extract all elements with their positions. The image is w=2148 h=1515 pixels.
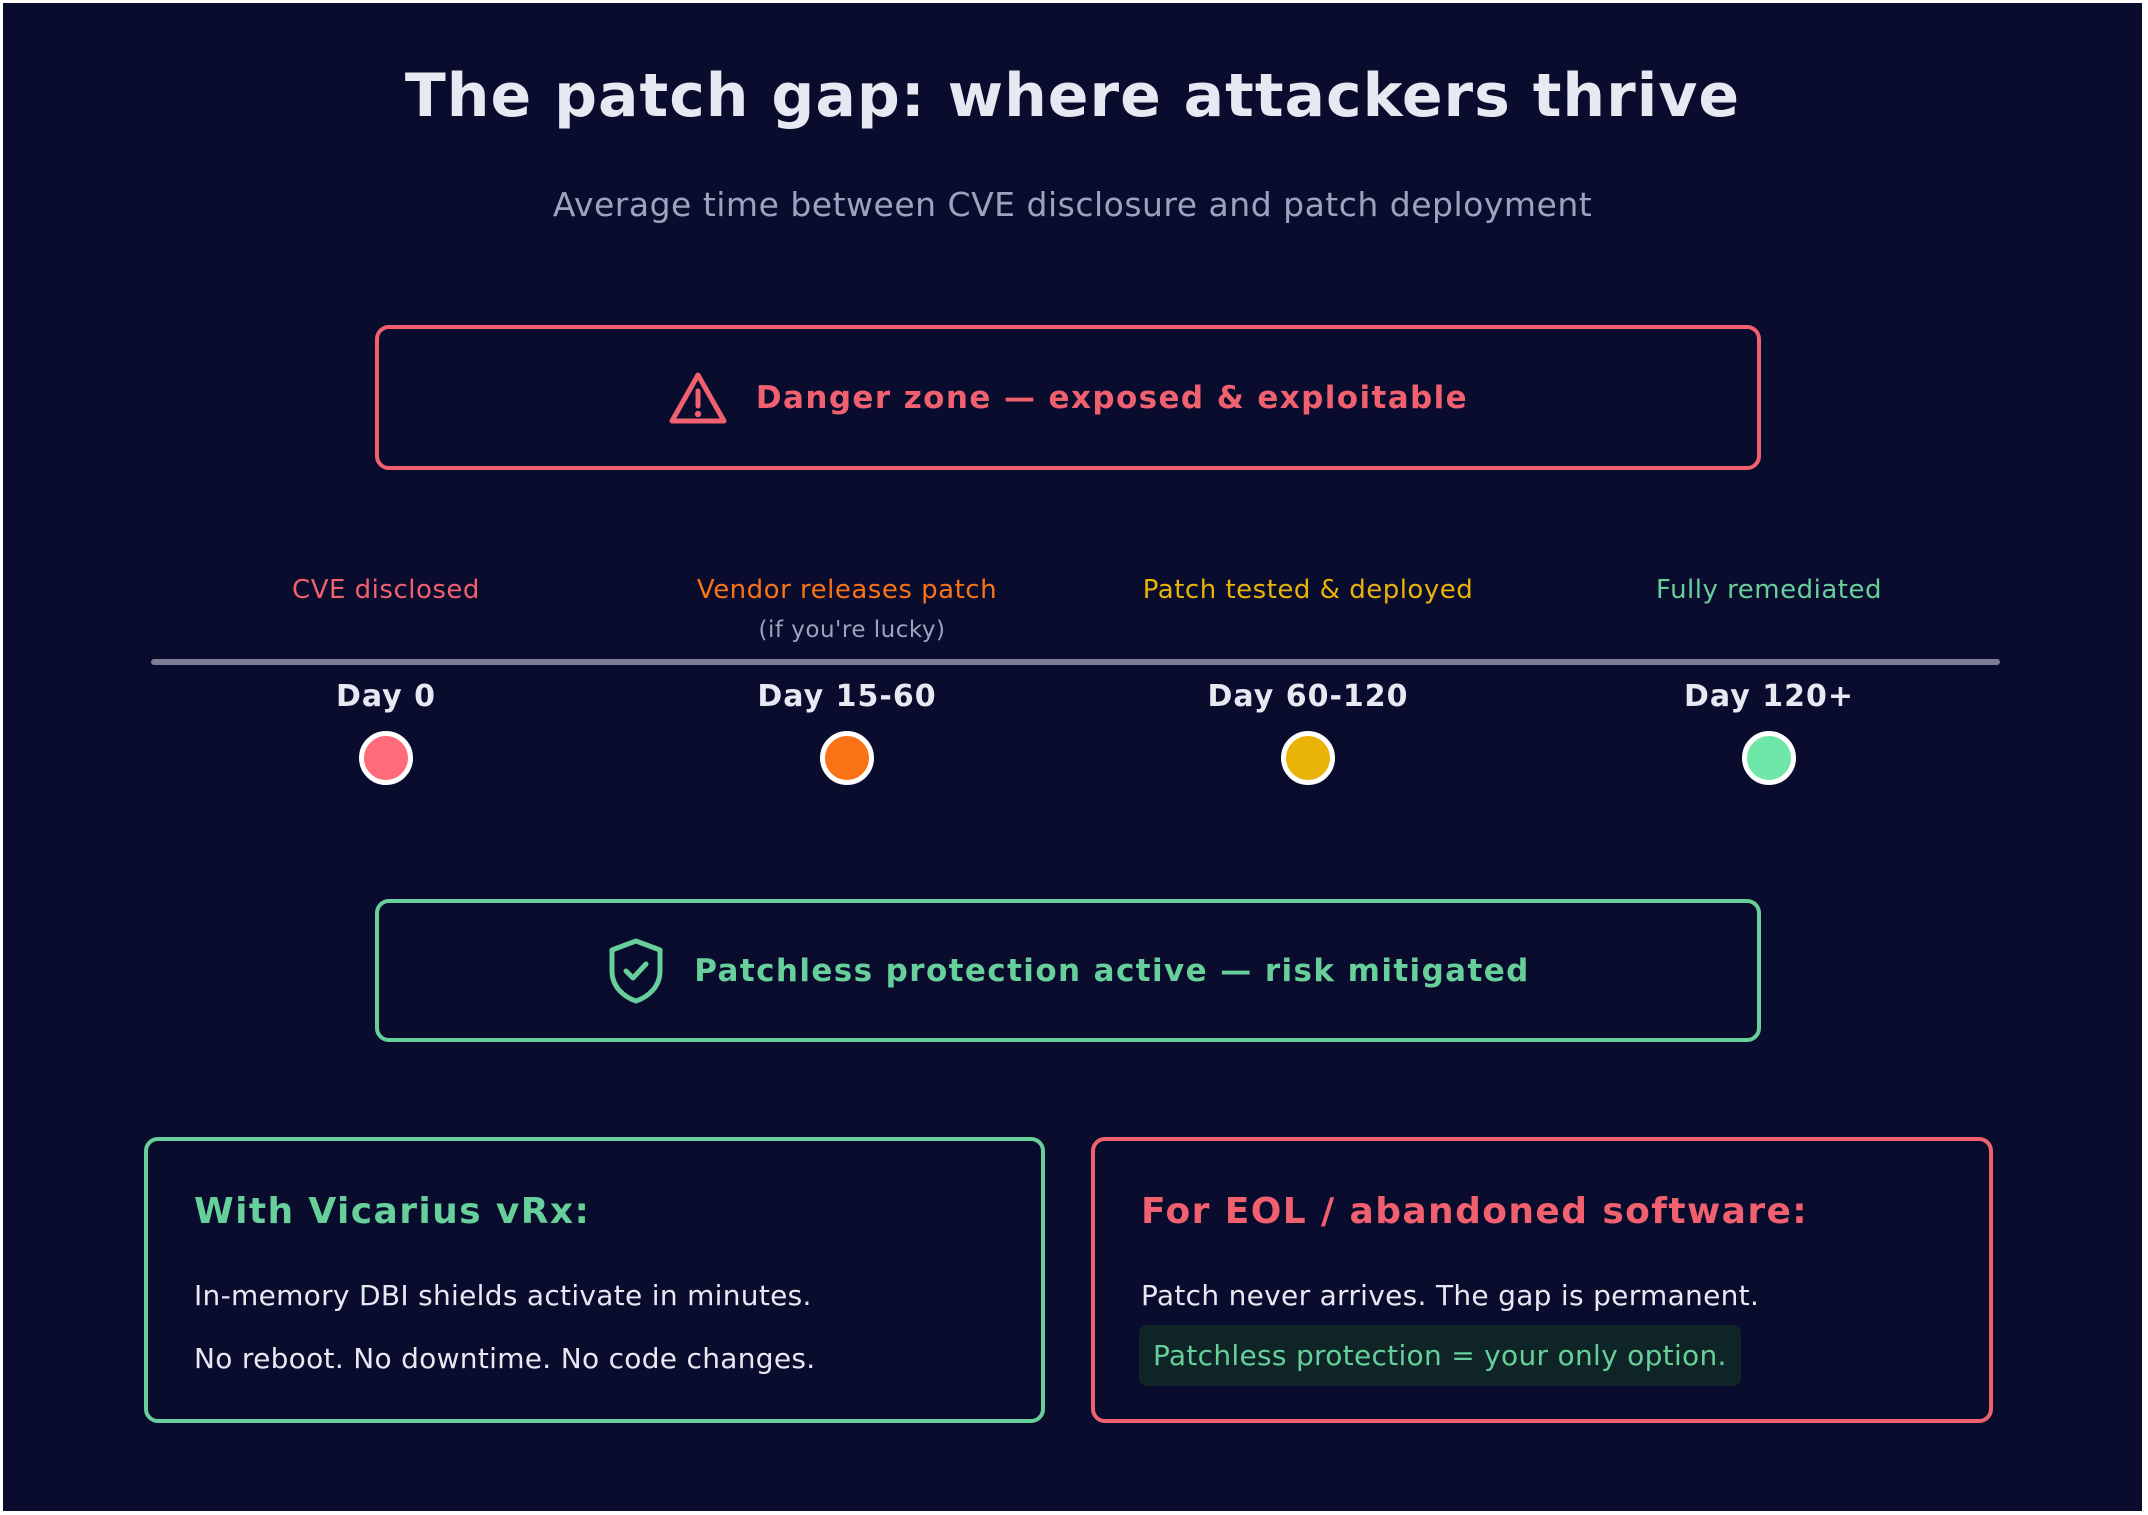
timeline-dot-day-15-60 — [820, 731, 874, 785]
stage-label-fully-remediated: Fully remediated — [1656, 575, 1882, 605]
day-label-120-plus: Day 120+ — [1684, 679, 1854, 714]
vicarius-card-title: With Vicarius vRx: — [194, 1191, 591, 1232]
vicarius-card-line-2: No reboot. No downtime. No code changes. — [194, 1342, 816, 1375]
eol-card-title: For EOL / abandoned software: — [1141, 1191, 1809, 1232]
timeline-axis — [151, 659, 2000, 665]
page-title: The patch gap: where attackers thrive — [404, 61, 1741, 131]
eol-card-line: Patch never arrives. The gap is permanen… — [1141, 1279, 1760, 1312]
eol-card-highlight: Patchless protection = your only option. — [1139, 1325, 1741, 1386]
diagram-canvas: The patch gap: where attackers thrive Av… — [3, 3, 2142, 1511]
warning-triangle-icon — [669, 372, 727, 423]
patchless-protection-text: Patchless protection active — risk mitig… — [694, 952, 1530, 989]
danger-zone-text: Danger zone — exposed & exploitable — [755, 379, 1469, 416]
day-label-60-120: Day 60-120 — [1207, 679, 1409, 714]
stage-note-vendor-patch: (if you're lucky) — [758, 617, 946, 643]
stage-label-cve-disclosed: CVE disclosed — [292, 575, 480, 605]
vicarius-card-line-1: In-memory DBI shields activate in minute… — [194, 1279, 812, 1312]
stage-label-patch-deployed: Patch tested & deployed — [1142, 575, 1474, 605]
timeline-dot-day-60-120 — [1281, 731, 1335, 785]
stage-label-vendor-patch: Vendor releases patch — [696, 575, 998, 605]
day-label-0: Day 0 — [335, 679, 437, 714]
day-label-15-60: Day 15-60 — [757, 679, 937, 714]
page-subtitle: Average time between CVE disclosure and … — [552, 185, 1593, 224]
eol-card: For EOL / abandoned software: Patch neve… — [1091, 1137, 1993, 1423]
patchless-protection-banner: Patchless protection active — risk mitig… — [375, 899, 1761, 1042]
timeline-dot-day-120-plus — [1742, 731, 1796, 785]
danger-zone-banner: Danger zone — exposed & exploitable — [375, 325, 1761, 470]
vicarius-card: With Vicarius vRx: In-memory DBI shields… — [144, 1137, 1045, 1423]
shield-check-icon — [609, 938, 663, 1003]
timeline-dot-day-0 — [359, 731, 413, 785]
